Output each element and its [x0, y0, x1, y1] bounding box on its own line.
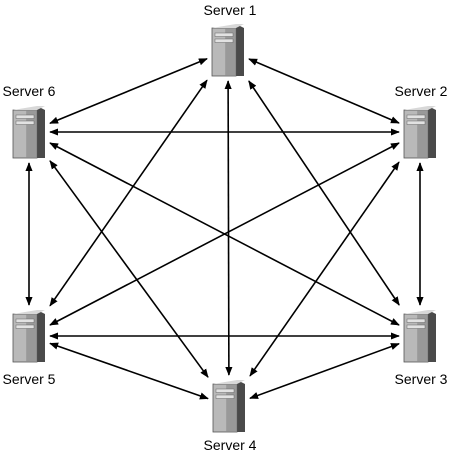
server-tower-icon [212, 380, 245, 433]
link-server-3-server-4 [249, 342, 400, 400]
server-4-label: Server 4 [204, 437, 257, 453]
server-nodes: Server 1 Server 2 Server 3 Server 4 Serv… [3, 2, 448, 453]
server-tower-icon [12, 310, 45, 363]
server-tower-icon [403, 106, 436, 159]
server-tower-icon [403, 310, 436, 363]
server-5-label: Server 5 [3, 371, 56, 387]
server-2-node: Server 2 [395, 83, 448, 159]
server-5-node: Server 5 [3, 310, 56, 387]
link-server-4-server-6 [49, 160, 209, 378]
server-tower-icon [12, 106, 45, 159]
connection-links [25, 57, 424, 400]
server-4-node: Server 4 [204, 380, 257, 453]
server-2-label: Server 2 [395, 83, 448, 99]
server-1-node: Server 1 [204, 2, 257, 77]
server-1-label: Server 1 [204, 2, 257, 18]
server-3-label: Server 3 [395, 371, 448, 387]
link-server-4-server-5 [49, 342, 209, 400]
server-tower-icon [211, 24, 244, 77]
link-server-1-server-6 [49, 57, 208, 125]
link-server-1-server-4 [224, 80, 233, 376]
server-6-node: Server 6 [3, 83, 56, 159]
server-6-label: Server 6 [3, 83, 56, 99]
server-3-node: Server 3 [395, 310, 448, 387]
